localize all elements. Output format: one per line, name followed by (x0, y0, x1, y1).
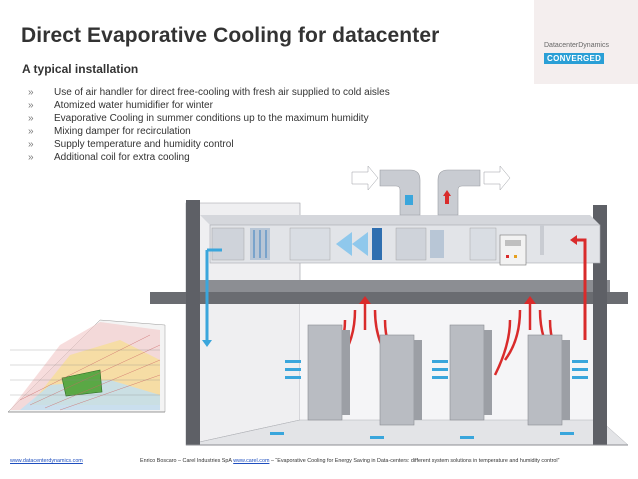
server-rack (449, 324, 485, 421)
datacenterdynamics-logo: DatacenterDynamics CONVERGED (534, 0, 638, 84)
server-rack (527, 334, 563, 426)
feature-text: Mixing damper for recirculation (54, 126, 191, 137)
bullet-icon: » (28, 126, 34, 137)
feature-text: Use of air handler for direct free-cooli… (54, 87, 390, 98)
side-ducts (202, 225, 587, 347)
feature-text: Supply temperature and humidity control (54, 139, 234, 150)
server-rack (379, 334, 415, 426)
feature-item: » Supply temperature and humidity control (28, 138, 390, 151)
bullet-icon: » (28, 113, 34, 124)
feature-item: » Use of air handler for direct free-cool… (28, 86, 390, 99)
fresh-air-arrow-icon (351, 165, 379, 191)
page-subtitle: A typical installation (22, 62, 139, 76)
exhaust-air-arrow-icon (483, 165, 511, 191)
feature-item: » Mixing damper for recirculation (28, 125, 390, 138)
room-structure (150, 200, 629, 446)
feature-text: Evaporative Cooling in summer conditions… (54, 113, 369, 124)
left-wall (186, 200, 200, 445)
feature-item: » Evaporative Cooling in summer condition… (28, 112, 390, 125)
feature-list: » Use of air handler for direct free-cool… (28, 86, 390, 164)
feature-item: » Atomized water humidifier for winter (28, 99, 390, 112)
credit-prefix: Enrico Boscaro – Carel Industries SpA (140, 458, 232, 464)
logo-line2: CONVERGED (544, 53, 605, 64)
server-racks (307, 324, 570, 426)
datacenter-illustration (7, 165, 629, 446)
logo-line1: DatacenterDynamics (544, 42, 609, 49)
psychrometric-chart (7, 319, 166, 413)
footer-credit: Enrico Boscaro – Carel Industries SpA ww… (140, 458, 559, 464)
footer: www.datacenterdynamics.com Enrico Boscar… (10, 458, 630, 464)
carel-link[interactable]: www.carel.com (233, 458, 270, 464)
feature-text: Additional coil for extra cooling (54, 152, 190, 163)
footer-website-link[interactable]: www.datacenterdynamics.com (10, 458, 83, 464)
air-handler-unit (200, 215, 601, 266)
right-wall (593, 205, 607, 445)
feature-item: » Additional coil for extra cooling (28, 151, 390, 164)
bullet-icon: » (28, 87, 34, 98)
intake-ducts (351, 165, 511, 216)
feature-text: Atomized water humidifier for winter (54, 100, 213, 111)
credit-suffix: – “Evaporative Cooling for Energy Saving… (270, 458, 560, 464)
bullet-icon: » (28, 139, 34, 150)
bullet-icon: » (28, 152, 34, 163)
page-title: Direct Evaporative Cooling for datacente… (21, 24, 440, 47)
bullet-icon: » (28, 100, 34, 111)
server-rack (307, 324, 343, 421)
controller-panel (499, 234, 527, 266)
cold-air-flow (270, 360, 588, 439)
